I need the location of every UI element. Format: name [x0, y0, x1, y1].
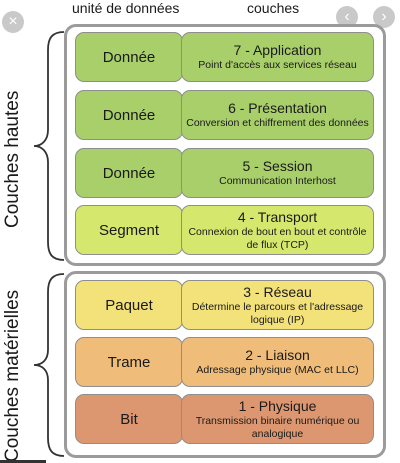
unit-label: Trame	[107, 353, 151, 371]
unit-cell: Bit	[75, 394, 183, 444]
layer-description: Communication Interhost	[219, 175, 336, 187]
unit-column-header: unité de données	[72, 0, 180, 16]
unit-label: Donnée	[102, 48, 156, 66]
layer-name: 3 - Réseau	[243, 283, 312, 300]
layer-name: 4 - Transport	[237, 208, 318, 225]
unit-label: Segment	[98, 221, 160, 239]
layer-description: Connexion de bout en bout et contrôle de…	[188, 225, 367, 251]
upper-brace	[33, 31, 65, 261]
unit-cell: Segment	[75, 205, 183, 255]
layer-name: 2 - Liaison	[245, 347, 310, 363]
unit-label: Paquet	[105, 296, 153, 314]
upper-layers-label: Couches hautes	[2, 90, 23, 228]
layer-description: Détermine le parcours et l'adressage log…	[191, 300, 364, 326]
lower-layers-label: Couches matérielles	[2, 289, 23, 462]
bottom-bar	[0, 460, 46, 463]
layer-description: Point d'accès aux services réseau	[198, 59, 357, 71]
unit-cell: Donnée	[75, 32, 183, 82]
layer-column-header: couches	[247, 0, 300, 16]
layer-name: 1 - Physique	[238, 397, 317, 414]
close-icon[interactable]: ×	[2, 11, 24, 33]
unit-cell: Donnée	[75, 90, 183, 140]
layer-description: Transmission binaire numérique ou analog…	[195, 414, 360, 440]
unit-cell: Paquet	[75, 280, 183, 330]
layer-description: Adressage physique (MAC et LLC)	[196, 364, 359, 376]
unit-label: Donnée	[102, 106, 156, 124]
lower-brace	[33, 273, 65, 457]
layer-name: 6 - Présentation	[228, 100, 327, 116]
layer-description: Conversion et chiffrement des données	[186, 117, 369, 129]
unit-cell: Trame	[75, 337, 183, 387]
unit-cell: Donnée	[75, 148, 183, 198]
layer-name: 7 - Application	[233, 42, 322, 58]
chevron-left-icon[interactable]: ‹	[336, 6, 358, 28]
chevron-right-icon[interactable]: ›	[373, 6, 395, 28]
unit-label: Bit	[120, 410, 138, 428]
unit-label: Donnée	[102, 164, 156, 182]
layer-name: 5 - Session	[242, 158, 313, 174]
